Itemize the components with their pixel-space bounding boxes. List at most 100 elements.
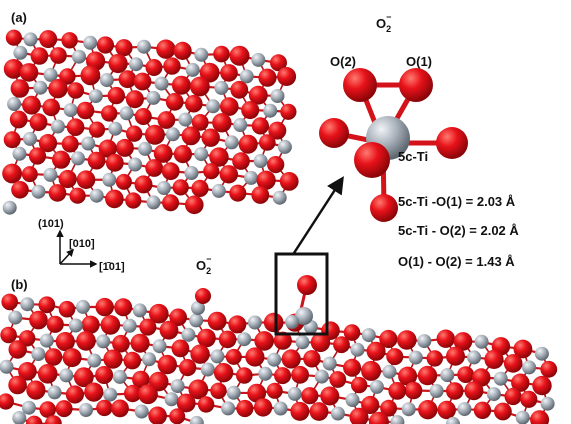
- ti-atom: [165, 127, 180, 142]
- o-atom: [453, 332, 473, 351]
- o-atom: [42, 98, 60, 117]
- ti-atom: [170, 379, 185, 394]
- panel-label-b: (b): [11, 277, 28, 292]
- o-atom: [368, 411, 389, 424]
- o-atom: [144, 124, 165, 145]
- ti-atom: [440, 368, 455, 383]
- o-atom: [173, 145, 192, 164]
- o-atom: [103, 349, 123, 369]
- o-atom: [320, 386, 340, 406]
- ti-atom: [83, 35, 98, 50]
- o-atom: [259, 134, 276, 151]
- o-atom: [100, 315, 121, 335]
- o-atom: [426, 350, 443, 367]
- o-atom: [303, 350, 321, 368]
- ti-atom: [154, 76, 169, 91]
- axis-label-010: [010]: [69, 238, 95, 250]
- ti-atom: [258, 366, 273, 381]
- o-atom: [270, 54, 287, 72]
- ti-atom: [211, 183, 226, 198]
- o-atom: [145, 59, 163, 76]
- ti-atom: [0, 359, 14, 374]
- o-atom: [95, 297, 114, 317]
- ti-atom: [137, 39, 151, 54]
- ti-atom: [50, 119, 65, 134]
- ti-atom: [8, 310, 23, 325]
- o-atom: [62, 348, 82, 368]
- o-atom: [1, 293, 18, 311]
- o-atom: [96, 399, 113, 417]
- ti-atom: [138, 141, 153, 156]
- o-atom: [397, 330, 417, 350]
- distance-o1-o2: O(1) - O(2) = 1.43 Å: [398, 254, 515, 269]
- ti-atom: [72, 49, 86, 64]
- distance-ti-o1: 5c-Ti -O(1) = 2.03 Å: [398, 194, 516, 209]
- ti-atom: [401, 402, 416, 417]
- ti-atom: [189, 313, 204, 328]
- ti-atom: [132, 303, 147, 318]
- ti-atom: [47, 385, 62, 400]
- surface-species-label: O2−: [196, 254, 211, 276]
- ti-atom: [522, 360, 537, 375]
- ti-atom: [68, 318, 83, 333]
- ti-atom: [287, 386, 302, 401]
- ti-atom: [134, 404, 149, 419]
- o-atom: [349, 407, 369, 424]
- o-atom: [280, 103, 297, 120]
- o-atom: [191, 114, 209, 131]
- o-atom: [494, 402, 512, 421]
- o-atom: [157, 354, 177, 375]
- o-atom: [96, 36, 114, 54]
- ti-atom: [43, 167, 58, 182]
- ti-atom: [244, 170, 259, 185]
- o-atom: [105, 153, 124, 172]
- o-atom: [130, 333, 150, 353]
- ti-atom: [467, 350, 482, 365]
- o-atom: [343, 324, 361, 341]
- ti-atom: [12, 146, 27, 161]
- o-atom: [446, 382, 464, 400]
- ti-atom: [152, 339, 167, 354]
- o-atom: [251, 186, 270, 204]
- o-atom: [351, 376, 368, 394]
- o-atom: [212, 113, 232, 133]
- o-atom: [418, 400, 438, 420]
- ti-atom: [369, 379, 384, 394]
- o-atom: [84, 382, 104, 402]
- o-atom: [58, 169, 77, 189]
- ti-atom: [185, 62, 200, 77]
- o-atom: [388, 382, 407, 400]
- o-atom: [0, 326, 17, 344]
- o-atom: [366, 341, 386, 361]
- o-atom: [361, 360, 382, 381]
- ti-atom: [486, 387, 501, 402]
- o-atom: [10, 79, 30, 98]
- ti-atom: [474, 334, 489, 349]
- o-atom: [115, 138, 134, 157]
- o-atom: [139, 318, 157, 336]
- o-atom: [132, 370, 150, 389]
- o-atom: [3, 131, 21, 149]
- o-atom: [45, 415, 62, 424]
- o-atom: [279, 172, 299, 191]
- o-atom: [210, 382, 227, 399]
- o-atom: [437, 400, 456, 420]
- o-atom: [8, 340, 27, 359]
- o-atom: [81, 315, 100, 334]
- o-atom: [153, 144, 173, 163]
- o-atom: [253, 398, 273, 417]
- ti-atom: [210, 349, 225, 364]
- o-atom: [520, 390, 538, 408]
- o-atom: [2, 163, 22, 184]
- o-atom: [254, 331, 274, 351]
- ti-atom: [59, 368, 74, 383]
- o-atom: [133, 72, 152, 91]
- o-atom: [266, 382, 283, 399]
- o-atom: [161, 162, 180, 181]
- o-atom: [171, 75, 191, 95]
- axis-label-m101: [1̄01]: [99, 261, 125, 273]
- o-atom: [124, 384, 142, 403]
- o-atom: [361, 395, 380, 415]
- adsorbed-o2-boxed: [285, 275, 317, 329]
